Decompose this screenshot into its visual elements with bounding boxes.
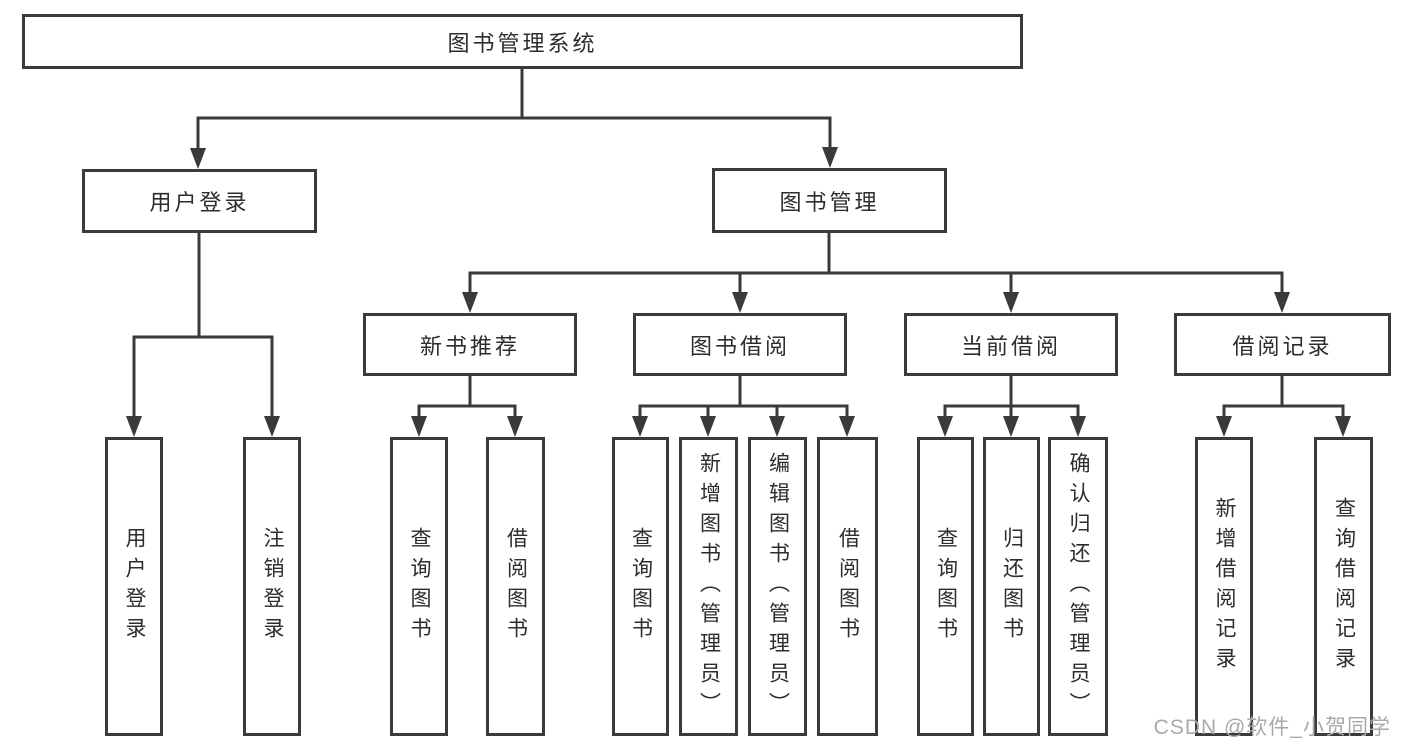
edge-arrowhead: [937, 416, 953, 437]
leaf-edit-book-admin: 编辑图书（管理员）: [748, 437, 807, 736]
edge-arrowhead: [769, 416, 785, 437]
leaf-confirm-return-admin: 确认归还（管理员）: [1048, 437, 1108, 736]
edge-arrowhead: [411, 416, 427, 437]
edge-arrowhead: [190, 148, 206, 169]
leaf-borrow-books-recommendation: 借阅图书: [486, 437, 545, 736]
node-user-login: 用户登录: [82, 169, 317, 233]
edge-arrowhead: [462, 292, 478, 313]
edge-arrowhead: [700, 416, 716, 437]
edge-arrowhead: [1335, 416, 1351, 437]
leaf-return-books: 归还图书: [983, 437, 1040, 736]
edge-arrowhead: [1003, 416, 1019, 437]
edge-arrowhead: [1216, 416, 1232, 437]
leaf-query-borrowing-record: 查询借阅记录: [1314, 437, 1373, 736]
leaf-query-books-recommendation: 查询图书: [390, 437, 448, 736]
leaf-query-books-current: 查询图书: [917, 437, 974, 736]
edge-arrowhead: [822, 147, 838, 168]
edge-arrowhead: [126, 416, 142, 437]
edge-arrowhead: [632, 416, 648, 437]
edge-arrowhead: [1070, 416, 1086, 437]
node-book-management: 图书管理: [712, 168, 947, 233]
node-library-management-system: 图书管理系统: [22, 14, 1023, 69]
leaf-add-borrowing-record: 新增借阅记录: [1195, 437, 1253, 736]
edge-arrowhead: [507, 416, 523, 437]
node-new-book-recommendation: 新书推荐: [363, 313, 577, 376]
leaf-user-login: 用户登录: [105, 437, 163, 736]
edge-arrowhead: [264, 416, 280, 437]
edge-arrowhead: [839, 416, 855, 437]
leaf-logout: 注销登录: [243, 437, 301, 736]
node-book-borrowing: 图书借阅: [633, 313, 847, 376]
leaf-add-book-admin: 新增图书（管理员）: [679, 437, 738, 736]
edge-arrowhead: [1274, 292, 1290, 313]
edge-arrowhead: [732, 292, 748, 313]
csdn-watermark: CSDN @软件_小贺同学: [1153, 716, 1391, 739]
leaf-borrow-books-borrowing: 借阅图书: [817, 437, 878, 736]
node-borrowing-records: 借阅记录: [1174, 313, 1391, 376]
node-current-borrowing: 当前借阅: [904, 313, 1118, 376]
leaf-query-books-borrowing: 查询图书: [612, 437, 669, 736]
edge-arrowhead: [1003, 292, 1019, 313]
